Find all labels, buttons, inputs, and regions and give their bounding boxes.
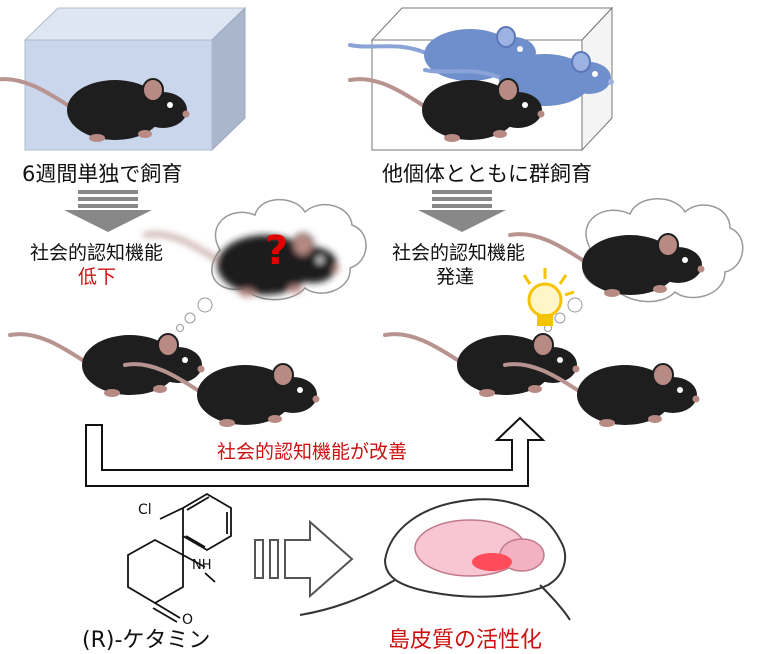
left-state-line2: 低下 — [78, 266, 117, 288]
right-group-mouse-icon — [383, 332, 582, 399]
brain-icon — [299, 498, 571, 621]
o-label: O — [182, 612, 194, 628]
question-mark-icon: ? — [265, 228, 289, 274]
improvement-arrow-icon — [85, 416, 546, 487]
right-caption: 他個体とともに群飼育 — [382, 162, 592, 186]
cl-label: Cl — [138, 502, 152, 518]
left-state-line1: 社会的認知機能 — [30, 242, 164, 264]
left-caption: 6週間単独で飼育 — [22, 162, 183, 186]
left-isolated-mouse-icon — [8, 332, 207, 399]
left-down-arrow-icon — [64, 190, 152, 232]
left-thought-cloud-icon — [143, 198, 367, 332]
right-state-line2: 発達 — [436, 266, 475, 288]
drug-effect-arrow-icon — [254, 519, 354, 599]
right-down-arrow-icon — [418, 190, 506, 232]
right-state-line1: 社会的認知機能 — [392, 242, 526, 264]
nh-label: NH — [192, 558, 212, 573]
ketamine-structure-icon — [127, 492, 232, 623]
lightbulb-icon — [522, 268, 575, 326]
improvement-label: 社会的認知機能が改善 — [217, 441, 408, 463]
result-label: 島皮質の活性化 — [388, 628, 543, 653]
group-mice-icon — [348, 25, 616, 144]
drug-name: (R)-ケタミン — [82, 628, 211, 653]
right-thought-cloud-icon — [508, 198, 744, 332]
left-cage-icon — [23, 6, 247, 152]
